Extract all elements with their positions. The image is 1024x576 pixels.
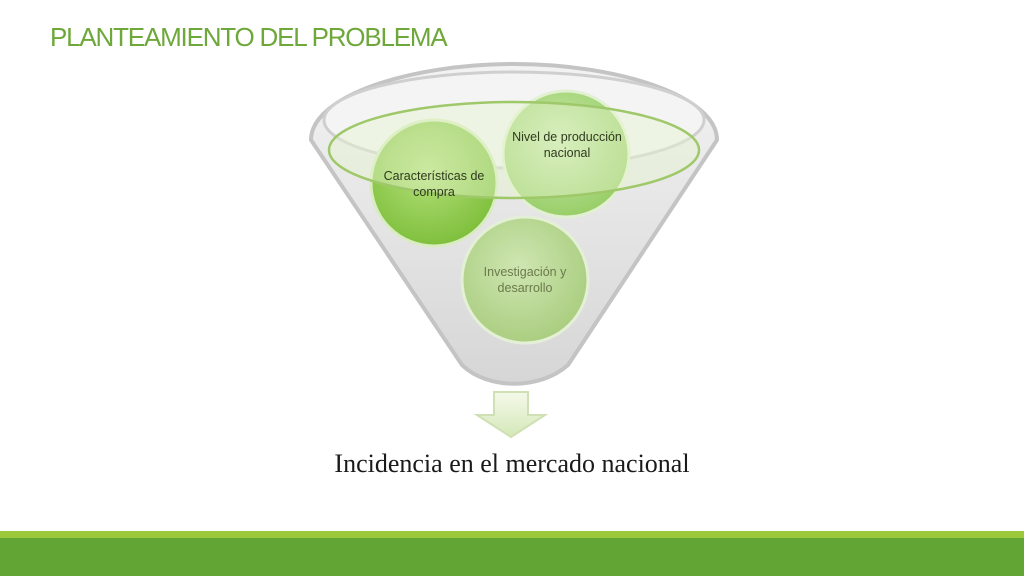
circle-caracteristicas <box>369 118 499 248</box>
down-arrow-icon <box>473 391 549 439</box>
slide-title: PLANTEAMIENTO DEL PROBLEMA <box>50 22 448 52</box>
footer-accent-bar <box>0 531 1024 538</box>
circle-label-nivel: Nivel de producción nacional <box>512 130 622 160</box>
circle-label-investigacion: Investigación y desarrollo <box>483 265 567 295</box>
result-text: Incidencia en el mercado nacional <box>334 449 690 478</box>
circle-investigacion <box>460 215 590 345</box>
circle-nivel <box>501 89 631 219</box>
circle-label-caracteristicas: Características de compra <box>383 169 485 199</box>
footer-bar <box>0 538 1024 576</box>
funnel-glass-lens <box>327 100 701 200</box>
